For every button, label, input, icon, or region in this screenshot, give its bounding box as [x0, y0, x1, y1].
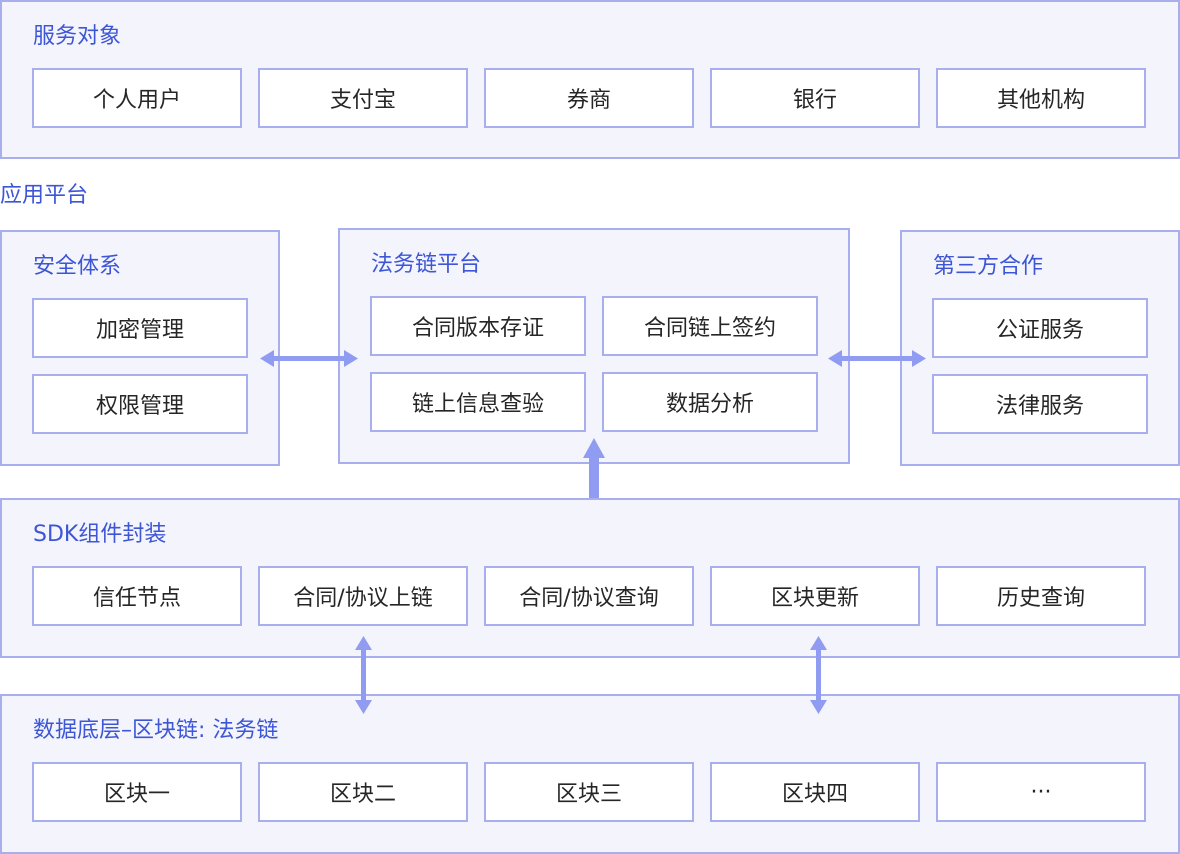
legal-onchain-verification: 链上信息查验: [370, 372, 586, 432]
arrow-sdk-data-left: [355, 636, 372, 714]
arrow-sdk-up: [583, 438, 605, 498]
arrow-sdk-data-right: [810, 636, 827, 714]
legal-data-analysis: 数据分析: [602, 372, 818, 432]
target-individual-users: 个人用户: [32, 68, 242, 128]
service-targets-title: 服务对象: [33, 24, 122, 49]
security-permissions: 权限管理: [32, 374, 248, 434]
third-party-legal: 法律服务: [932, 374, 1148, 434]
third-party-title: 第三方合作: [933, 254, 1044, 279]
security-encryption: 加密管理: [32, 298, 248, 358]
sdk-contract-onchain: 合同/协议上链: [258, 566, 468, 626]
block-one: 区块一: [32, 762, 242, 822]
legal-onchain-signing: 合同链上签约: [602, 296, 818, 356]
target-brokers: 券商: [484, 68, 694, 128]
target-other-institutions: 其他机构: [936, 68, 1146, 128]
app-platform-heading: 应用平台: [0, 183, 89, 208]
sdk-trust-node: 信任节点: [32, 566, 242, 626]
sdk-title: SDK组件封装: [33, 522, 167, 547]
legal-contract-version-evidence: 合同版本存证: [370, 296, 586, 356]
security-title: 安全体系: [33, 254, 122, 279]
sdk-contract-query: 合同/协议查询: [484, 566, 694, 626]
block-two: 区块二: [258, 762, 468, 822]
arrow-security-legal: [260, 350, 358, 367]
target-banks: 银行: [710, 68, 920, 128]
sdk-history-query: 历史查询: [936, 566, 1146, 626]
block-four: 区块四: [710, 762, 920, 822]
arrow-legal-thirdparty: [828, 350, 926, 367]
sdk-block-update: 区块更新: [710, 566, 920, 626]
data-layer-title: 数据底层–区块链: 法务链: [33, 718, 279, 743]
target-alipay: 支付宝: [258, 68, 468, 128]
legal-chain-title: 法务链平台: [371, 252, 482, 277]
block-more: ···: [936, 762, 1146, 822]
block-three: 区块三: [484, 762, 694, 822]
third-party-notary: 公证服务: [932, 298, 1148, 358]
